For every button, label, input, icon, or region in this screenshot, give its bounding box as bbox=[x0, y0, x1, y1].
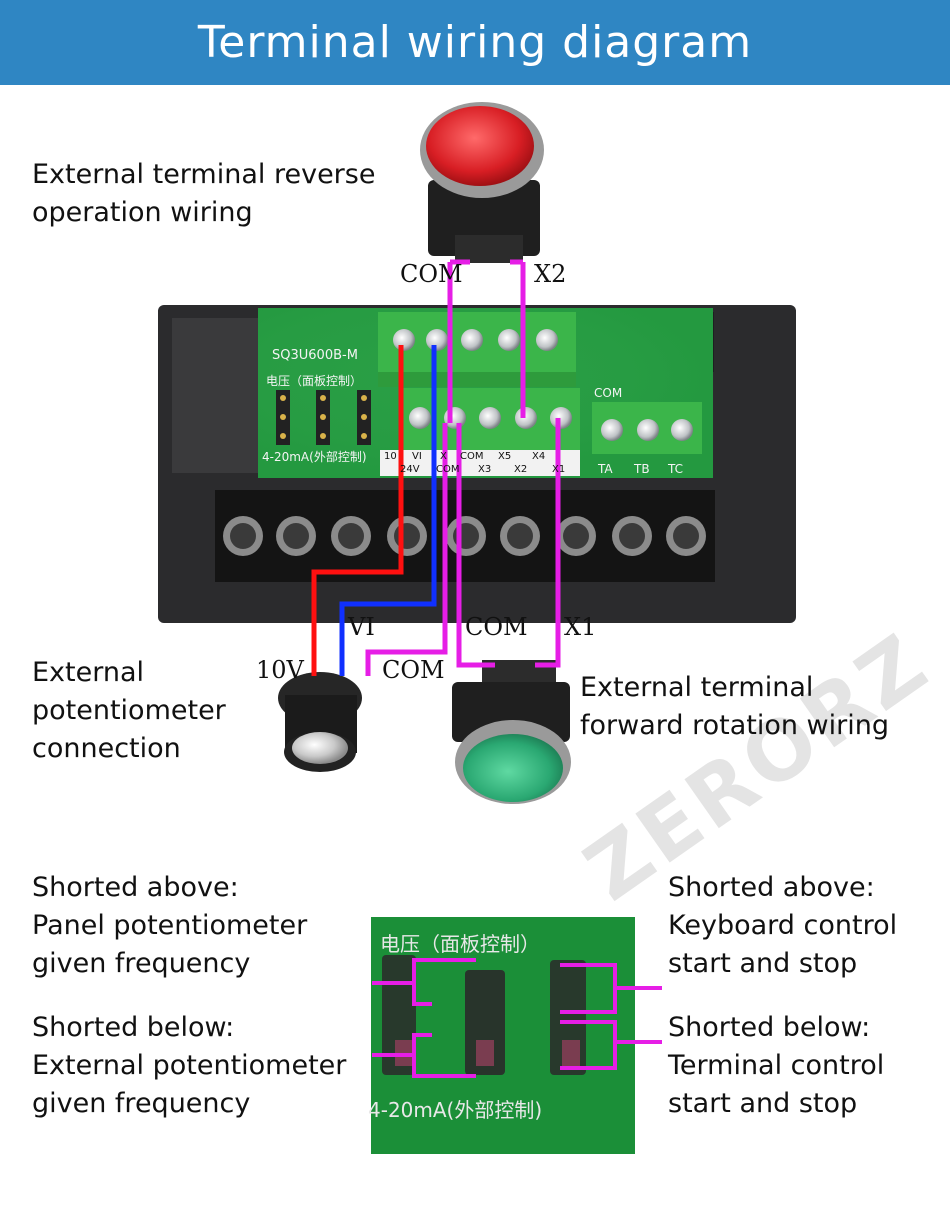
jumper-closeup bbox=[371, 917, 662, 1154]
terminal-label-x5: X5 bbox=[498, 451, 512, 462]
potentiometer-10v-wire bbox=[311, 345, 404, 676]
potentiometer-com-wire bbox=[365, 423, 448, 676]
note-line: start and stop bbox=[668, 948, 858, 979]
wire-label-com-mid: COM bbox=[465, 613, 528, 641]
closeup-bottom-label: 4-20mA(外部控制) bbox=[368, 1098, 543, 1122]
note-line: Shorted below: bbox=[32, 1012, 235, 1043]
drive-housing bbox=[158, 305, 796, 623]
note-right-shorted-above: Shorted above: Keyboard control start an… bbox=[668, 869, 897, 983]
terminal-label-24v: 24V bbox=[400, 464, 420, 475]
forward-push-button bbox=[452, 660, 571, 804]
relay-tb-label: TB bbox=[634, 462, 650, 476]
note-potentiometer-connection: External potentiometer connection bbox=[32, 654, 226, 768]
note-reverse-wiring: External terminal reverse operation wiri… bbox=[32, 156, 375, 232]
note-line: start and stop bbox=[668, 1088, 858, 1119]
reverse-push-button bbox=[420, 102, 544, 263]
note-left-shorted-below: Shorted below: External potentiometer gi… bbox=[32, 1009, 346, 1123]
jumper-headers bbox=[276, 390, 371, 445]
terminal-label-com: COM bbox=[460, 451, 484, 462]
note-line: given frequency bbox=[32, 1088, 251, 1119]
board-voltage-label: 电压（面板控制） bbox=[266, 374, 363, 388]
note-line: Keyboard control bbox=[668, 910, 898, 941]
relay-ta-label: TA bbox=[598, 462, 613, 476]
note-line: Panel potentiometer bbox=[32, 910, 308, 941]
control-terminal-block bbox=[378, 312, 580, 476]
note-line: Terminal control bbox=[668, 1050, 885, 1081]
external-potentiometer bbox=[278, 672, 362, 772]
relay-com-label: COM bbox=[594, 386, 623, 400]
note-left-shorted-above: Shorted above: Panel potentiometer given… bbox=[32, 869, 307, 983]
wire-label-x2: X2 bbox=[534, 260, 567, 288]
title-banner bbox=[0, 0, 950, 85]
note-line: External terminal reverse bbox=[32, 159, 376, 190]
note-line: External bbox=[32, 657, 145, 688]
note-line: given frequency bbox=[32, 948, 251, 979]
terminal-label-vi: VI bbox=[412, 451, 422, 462]
note-line: Shorted below: bbox=[668, 1012, 871, 1043]
wire-label-com-pot: COM bbox=[382, 656, 445, 684]
reverse-wiring bbox=[447, 259, 526, 423]
wire-label-10v: 10V bbox=[256, 656, 304, 684]
note-right-shorted-below: Shorted below: Terminal control start an… bbox=[668, 1009, 884, 1123]
terminal-label-x1: X1 bbox=[552, 464, 566, 475]
note-line: External terminal bbox=[580, 672, 814, 703]
terminal-label-x2: X2 bbox=[514, 464, 528, 475]
potentiometer-vi-wire bbox=[339, 345, 437, 676]
board-current-label: 4-20mA(外部控制) bbox=[262, 450, 367, 464]
note-line: potentiometer bbox=[32, 695, 226, 726]
power-terminal-strip bbox=[215, 490, 715, 582]
relay-tc-label: TC bbox=[668, 462, 684, 476]
note-line: forward rotation wiring bbox=[580, 710, 889, 741]
page-title: Terminal wiring diagram bbox=[197, 17, 753, 68]
relay-terminal-block bbox=[592, 402, 702, 454]
note-line: connection bbox=[32, 733, 181, 764]
note-line: Shorted above: bbox=[32, 872, 239, 903]
terminal-label-x: X bbox=[440, 451, 447, 462]
wire-label-vi: VI bbox=[348, 613, 375, 641]
wire-label-com-top: COM bbox=[400, 260, 463, 288]
note-line: operation wiring bbox=[32, 197, 253, 228]
wire-label-x1: X1 bbox=[564, 613, 597, 641]
note-line: Shorted above: bbox=[668, 872, 875, 903]
note-forward-wiring: External terminal forward rotation wirin… bbox=[580, 669, 889, 745]
note-line: External potentiometer bbox=[32, 1050, 347, 1081]
terminal-label-x3: X3 bbox=[478, 464, 492, 475]
terminal-label-x4: X4 bbox=[532, 451, 546, 462]
closeup-top-label: 电压（面板控制） bbox=[380, 932, 540, 956]
terminal-label-10: 10 bbox=[384, 451, 397, 462]
board-model-label: SQ3U600B-M bbox=[272, 348, 358, 363]
terminal-label-com-2: COM bbox=[436, 464, 460, 475]
forward-wiring bbox=[456, 418, 561, 668]
